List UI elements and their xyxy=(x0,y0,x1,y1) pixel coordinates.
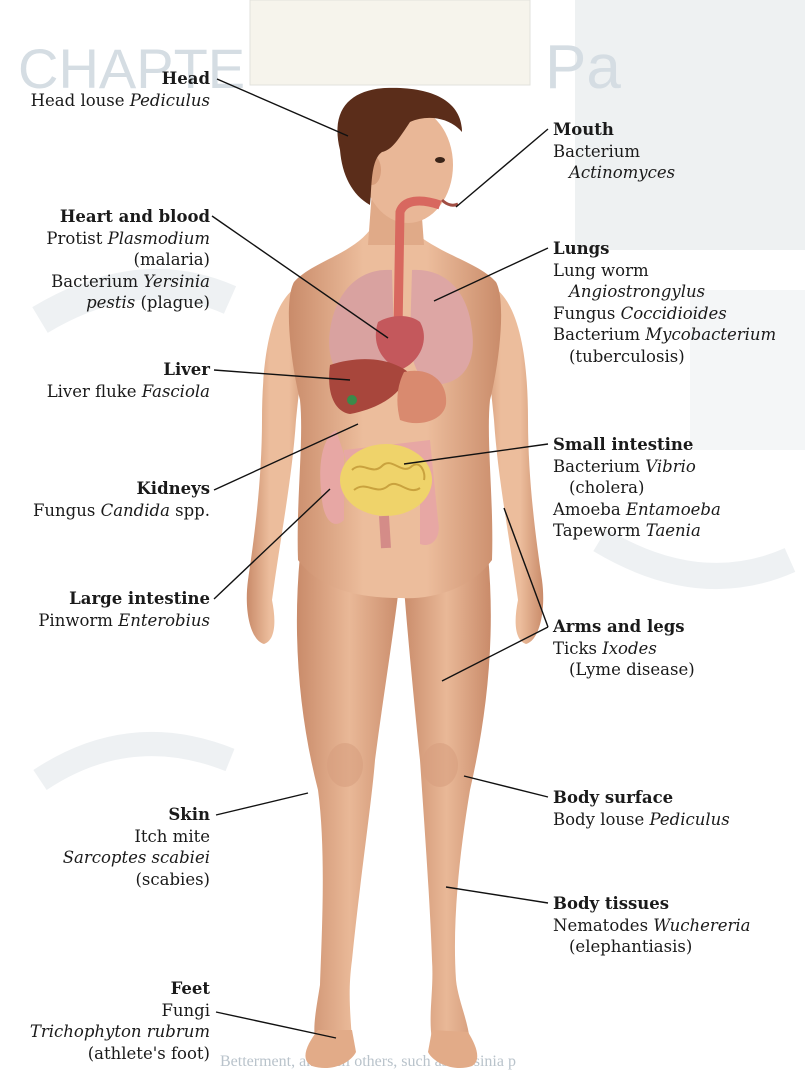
leader-head xyxy=(217,79,348,136)
leader-mouth xyxy=(456,129,548,207)
leader-lungs xyxy=(434,248,548,301)
leader-arms-1 xyxy=(504,508,548,627)
label-small-intestine: Small intestine Bacterium Vibrio (choler… xyxy=(553,434,721,542)
leader-liver xyxy=(214,370,350,380)
label-head: Head Head louse Pediculus xyxy=(31,68,210,111)
leader-skin xyxy=(216,793,308,815)
leader-body-surface xyxy=(464,776,548,797)
leader-heart xyxy=(212,216,388,338)
label-feet-title: Feet xyxy=(171,979,210,998)
leader-arms-2 xyxy=(442,627,548,681)
label-small-intestine-title: Small intestine xyxy=(553,435,693,454)
label-kidneys-title: Kidneys xyxy=(136,479,210,498)
label-body-surface-title: Body surface xyxy=(553,788,673,807)
leader-feet xyxy=(216,1012,336,1038)
label-mouth: Mouth Bacterium Actinomyces xyxy=(553,119,675,184)
label-kidneys: Kidneys Fungus Candida spp. xyxy=(33,478,210,521)
leader-body-tissues xyxy=(446,887,548,903)
label-liver-title: Liver xyxy=(163,360,210,379)
label-skin: Skin Itch mite Sarcoptes scabiei (scabie… xyxy=(63,804,210,890)
label-skin-title: Skin xyxy=(168,805,210,824)
label-liver: Liver Liver fluke Fasciola xyxy=(47,359,210,402)
leader-large-intestine xyxy=(214,489,330,599)
label-mouth-title: Mouth xyxy=(553,120,614,139)
leader-kidneys xyxy=(214,424,358,490)
label-body-tissues-title: Body tissues xyxy=(553,894,669,913)
label-arms-legs-title: Arms and legs xyxy=(553,617,685,636)
label-body-surface: Body surface Body louse Pediculus xyxy=(553,787,730,830)
label-head-title: Head xyxy=(162,69,210,88)
label-heart-and-blood: Heart and blood Protist Plasmodium (mala… xyxy=(46,206,210,314)
leader-small-intestine xyxy=(404,444,548,464)
label-lungs-title: Lungs xyxy=(553,239,609,258)
label-body-tissues: Body tissues Nematodes Wuchereria (eleph… xyxy=(553,893,751,958)
label-heart-title: Heart and blood xyxy=(60,207,210,226)
label-large-intestine: Large intestine Pinworm Enterobius xyxy=(38,588,210,631)
label-arms-and-legs: Arms and legs Ticks Ixodes (Lyme disease… xyxy=(553,616,695,681)
label-feet: Feet Fungi Trichophyton rubrum (athlete'… xyxy=(30,978,210,1064)
label-lungs: Lungs Lung worm Angiostrongylus Fungus C… xyxy=(553,238,776,367)
label-large-intestine-title: Large intestine xyxy=(69,589,210,608)
